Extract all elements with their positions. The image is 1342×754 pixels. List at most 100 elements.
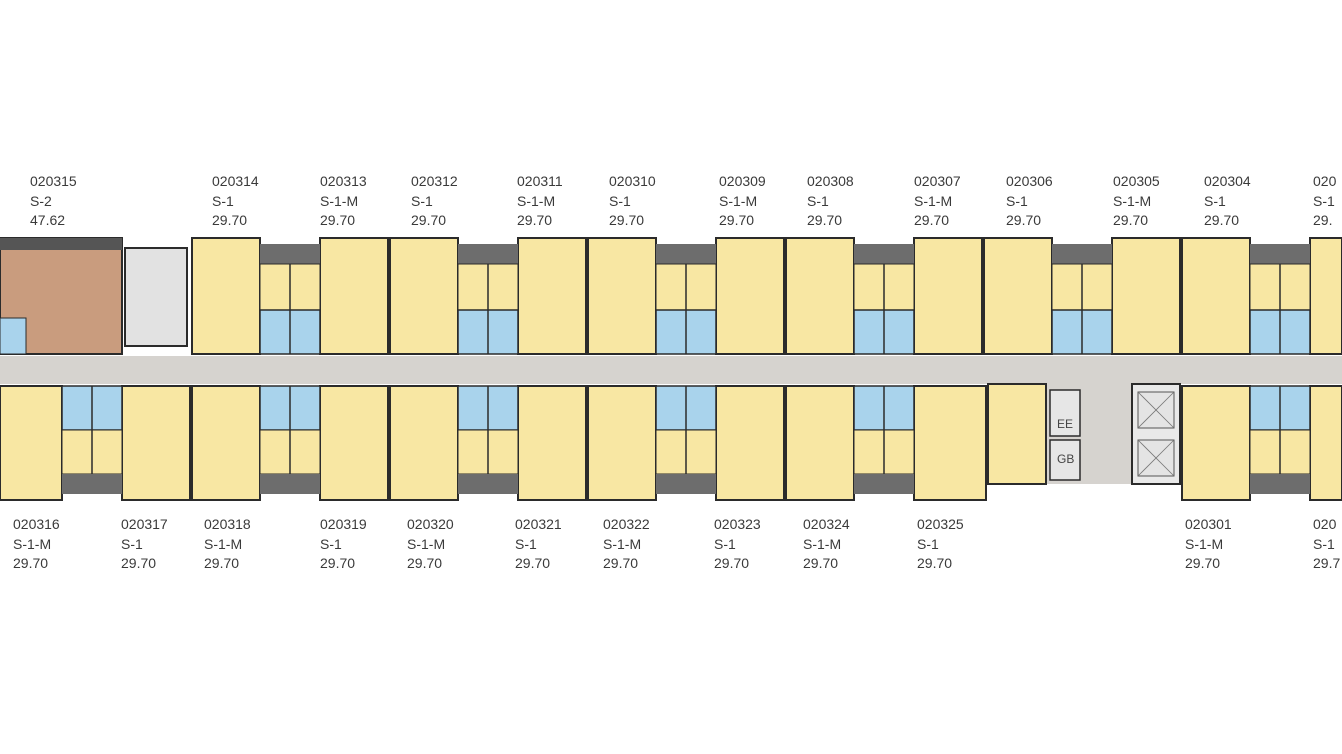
- gb-room: [1049, 439, 1081, 481]
- unit-type: S-1-M: [13, 535, 52, 552]
- unit-type: S-1: [320, 535, 342, 552]
- unit-type: S-1-M: [517, 192, 556, 209]
- unit-type: S-1-M: [204, 535, 243, 552]
- unit-id: 020321: [515, 516, 562, 532]
- unit-type: S-1: [1204, 192, 1226, 209]
- unit-top-10: [1111, 237, 1181, 355]
- unit-bottom-8: [785, 385, 855, 501]
- unit-type: S-1: [1313, 192, 1335, 209]
- unit-bottom-4: [389, 385, 459, 501]
- unit-id: 020319: [320, 516, 367, 532]
- unit-id: 020317: [121, 516, 168, 532]
- unit-type: S-1: [212, 192, 234, 209]
- unit-area: 29.7: [1313, 555, 1341, 571]
- unit-id: 020306: [1006, 173, 1053, 189]
- bath-bottom-wall-5: [1250, 474, 1310, 494]
- unit-bottom-2: [191, 385, 261, 501]
- elevator-1-cross-b: [1137, 391, 1175, 429]
- unit-id: 020324: [803, 516, 850, 532]
- ee-room: [1049, 389, 1081, 437]
- unit-id: 020325: [917, 516, 964, 532]
- bath-bottom-wall-4: [854, 474, 914, 494]
- unit-id: 020309: [719, 173, 766, 189]
- unit-type: S-1-M: [603, 535, 642, 552]
- unit-bottom-3: [319, 385, 389, 501]
- elevator-2-cross-b: [1137, 439, 1175, 477]
- unit-top-5: [587, 237, 657, 355]
- unit-type: S-1: [121, 535, 143, 552]
- bath-top-wall-3: [854, 244, 914, 264]
- unit-area: 29.70: [515, 555, 551, 571]
- unit-bottom-6: [587, 385, 657, 501]
- bath-top-wall-0: [260, 244, 320, 264]
- unit-type: S-1: [917, 535, 939, 552]
- unit-id: 020320: [407, 516, 454, 532]
- unit-id: 020307: [914, 173, 961, 189]
- unit-bottom-11: [1309, 385, 1342, 501]
- unit-type: S-1-M: [320, 192, 359, 209]
- unit-type: S-1: [714, 535, 736, 552]
- unit-bottom-9: [913, 385, 987, 501]
- unit-area: 29.70: [517, 212, 553, 228]
- unit-area: 29.70: [121, 555, 157, 571]
- unit-id: 020308: [807, 173, 854, 189]
- stair-bottom: [987, 383, 1047, 485]
- bath-bottom-wall-3: [656, 474, 716, 494]
- unit-type: S-1: [609, 192, 631, 209]
- ee-label: EE: [1057, 417, 1073, 431]
- service-core: EE GB: [124, 247, 1181, 485]
- unit-type: S-2: [30, 192, 52, 209]
- unit-area: 29.70: [212, 212, 248, 228]
- unit-type: S-1-M: [407, 535, 446, 552]
- unit-area: 29.70: [609, 212, 645, 228]
- unit-bottom-7: [715, 385, 785, 501]
- unit-top-8: [913, 237, 983, 355]
- unit-top-3: [389, 237, 459, 355]
- unit-type: S-1: [515, 535, 537, 552]
- unit-top-11: [1181, 237, 1251, 355]
- unit-top-4: [517, 237, 587, 355]
- unit-type: S-1: [1006, 192, 1028, 209]
- unit-area: 29.70: [719, 212, 755, 228]
- unit-area: 29.70: [714, 555, 750, 571]
- unit-bottom-0: [0, 385, 63, 501]
- unit-id: 020305: [1113, 173, 1160, 189]
- unit-id: 020312: [411, 173, 458, 189]
- unit-area: 29.70: [914, 212, 950, 228]
- unit-id: 020322: [603, 516, 650, 532]
- bath-bottom-wall-1: [260, 474, 320, 494]
- unit-top-0-wall: [0, 238, 122, 250]
- bath-top-0: [0, 317, 27, 355]
- unit-id: 020310: [609, 173, 656, 189]
- gb-label: GB: [1057, 452, 1074, 466]
- unit-area: 29.70: [603, 555, 639, 571]
- unit-area: 29.: [1313, 212, 1333, 228]
- bath-top-wall-2: [656, 244, 716, 264]
- unit-area: 29.70: [407, 555, 443, 571]
- unit-top-2: [319, 237, 389, 355]
- unit-type: S-1: [807, 192, 829, 209]
- unit-bottom-1: [121, 385, 191, 501]
- unit-area: 47.62: [30, 212, 66, 228]
